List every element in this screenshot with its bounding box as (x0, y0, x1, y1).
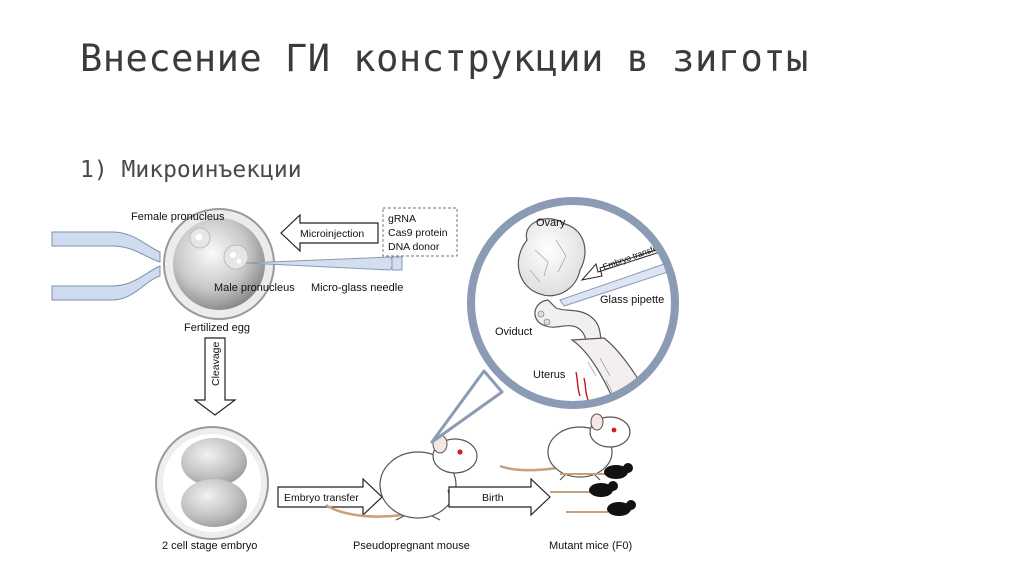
magnifier-ring (467, 197, 679, 409)
two-cell-embryo (155, 426, 269, 540)
mutant-pup-1 (560, 463, 633, 479)
label-uterus: Uterus (533, 369, 566, 381)
label-birth: Birth (482, 492, 504, 504)
label-male-pronucleus: Male pronucleus (214, 282, 295, 294)
label-ovary: Ovary (536, 217, 566, 229)
slide-subtitle: 1) Микроинъекции (80, 157, 302, 183)
label-two-cell: 2 cell stage embryo (162, 540, 257, 552)
magnifier-wedge (430, 369, 504, 444)
reagent-cas9: Cas9 protein (388, 227, 448, 239)
birth-arrow: Birth (448, 477, 551, 517)
reagent-box: gRNA Cas9 protein DNA donor (382, 207, 458, 257)
label-glass-pipette: Glass pipette (600, 294, 664, 306)
mutant-pup-2 (550, 481, 618, 497)
mouse-eye (457, 449, 463, 455)
fertilized-egg (163, 208, 275, 320)
male-pronucleus-shape (223, 244, 249, 270)
microinjection-arrow: Microinjection (280, 213, 379, 253)
label-microinjection: Microinjection (300, 228, 364, 240)
reagent-grna: gRNA (388, 213, 416, 225)
label-fertilized-egg: Fertilized egg (184, 322, 250, 334)
mutant-pup-3 (566, 500, 636, 516)
micro-glass-needle (245, 256, 403, 271)
slide-title: Внесение ГИ конструкции в зиготы (80, 37, 809, 80)
magnifier-lens: Embryo transfer Ovary Glass pipette Ovid… (467, 197, 679, 409)
label-needle: Micro-glass needle (311, 282, 403, 294)
mother-mouse (499, 413, 631, 481)
embryo-transfer-arrow: Embryo transfer (277, 477, 383, 517)
reagent-dna-donor: DNA donor (388, 241, 440, 253)
ovary-shape (517, 218, 586, 297)
pseudopregnant-mouse (325, 434, 478, 521)
holding-pipette (51, 231, 161, 301)
label-oviduct: Oviduct (495, 326, 532, 338)
label-female-pronucleus: Female pronucleus (131, 211, 225, 223)
label-cleavage: Cleavage (210, 341, 222, 386)
female-pronucleus-shape (189, 227, 211, 249)
label-pseudopregnant: Pseudopregnant mouse (353, 540, 470, 552)
label-mutant-mice: Mutant mice (F0) (549, 540, 632, 552)
cleavage-arrow: Cleavage (193, 337, 237, 416)
label-embryo-transfer: Embryo transfer (284, 492, 359, 504)
